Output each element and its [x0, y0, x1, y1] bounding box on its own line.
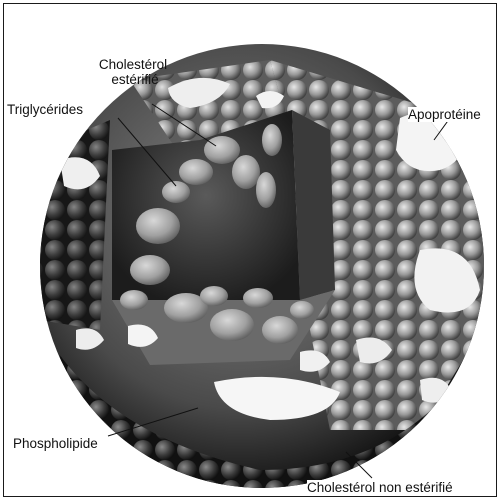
label-cholesterol-non-esterified: Cholestérol non estérifié	[307, 480, 453, 495]
esterified-cholesterol-molecule	[204, 136, 240, 164]
esterified-cholesterol-molecule	[256, 172, 276, 208]
triglyceride-molecule	[243, 288, 273, 308]
label-triglycerides: Triglycérides	[7, 102, 83, 117]
label-apoprotein: Apoprotéine	[408, 107, 481, 122]
triglyceride-molecule	[210, 309, 254, 341]
label-phospholipid: Phospholipide	[13, 436, 98, 451]
triglyceride-molecule	[262, 316, 298, 344]
triglyceride-molecule	[162, 181, 190, 203]
label-cholesterol-esterified-line1: Cholestérol	[72, 57, 194, 72]
label-cholesterol-esterified-line2: estérifié	[72, 72, 194, 87]
phospholipid-band-left	[40, 120, 110, 330]
esterified-cholesterol-molecule	[179, 159, 213, 185]
esterified-cholesterol-molecule	[262, 124, 282, 156]
triglyceride-molecule	[120, 290, 148, 310]
triglyceride-molecule	[130, 255, 170, 285]
esterified-cholesterol-molecule	[232, 155, 260, 189]
triglyceride-molecule	[136, 208, 180, 244]
triglyceride-molecule	[290, 301, 314, 319]
label-cholesterol-esterified: Cholestérol estérifié	[72, 57, 194, 87]
triglyceride-molecule	[200, 286, 228, 306]
